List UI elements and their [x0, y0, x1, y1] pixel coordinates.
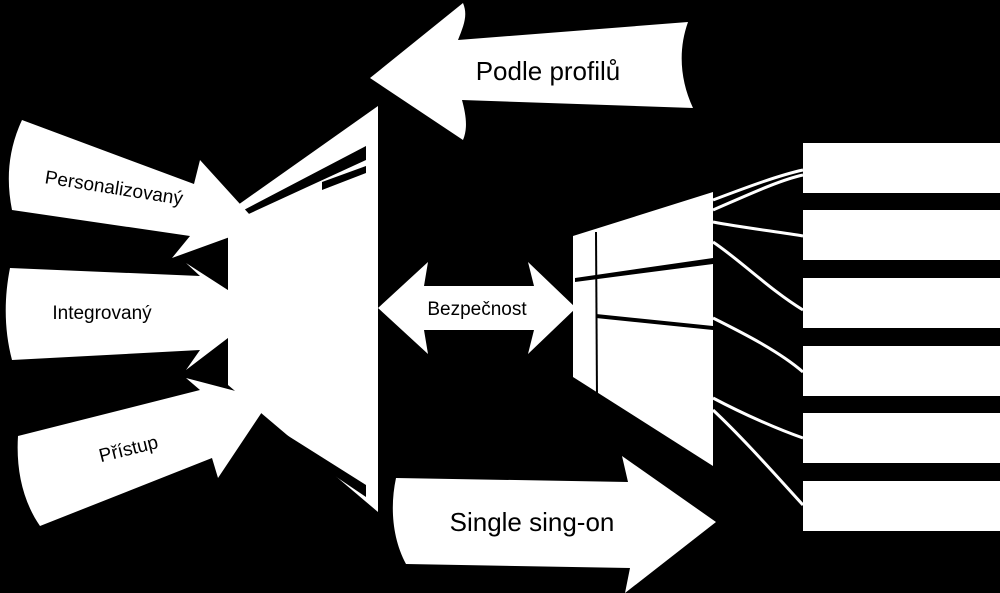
security-arrow: Bezpečnost [378, 262, 576, 354]
integration-divider [595, 232, 598, 398]
portal-top-notch [322, 166, 366, 190]
profile-label: Podle profilů [476, 56, 621, 86]
system-bar-3 [803, 278, 1000, 328]
sso-label: Single sing-on [450, 507, 615, 537]
portal-bottom-slot [255, 415, 366, 497]
security-label: Bezpečnost [427, 299, 527, 320]
access-arrow: Přístup [17, 378, 270, 526]
system-bar-2 [803, 210, 1000, 260]
integration-slot-2 [596, 314, 713, 330]
system-bar-4 [803, 346, 1000, 396]
integrated-arrow: Integrovaný [5, 263, 263, 370]
portal-panel [228, 106, 378, 512]
system-bar-5 [803, 413, 1000, 463]
integration-slot-1 [575, 258, 713, 282]
portal-top-slot [240, 146, 366, 218]
system-bar-1 [803, 143, 1000, 193]
connector-lines [711, 168, 805, 507]
sso-arrow: Single sing-on [392, 456, 716, 593]
profile-arrow: Podle profilů [370, 3, 693, 140]
personalized-arrow: Personalizovaný [8, 120, 261, 258]
integration-layer [573, 192, 713, 466]
system-bar-6 [803, 481, 1000, 531]
system-bars [803, 143, 1000, 531]
integrated-label: Integrovaný [52, 303, 152, 324]
